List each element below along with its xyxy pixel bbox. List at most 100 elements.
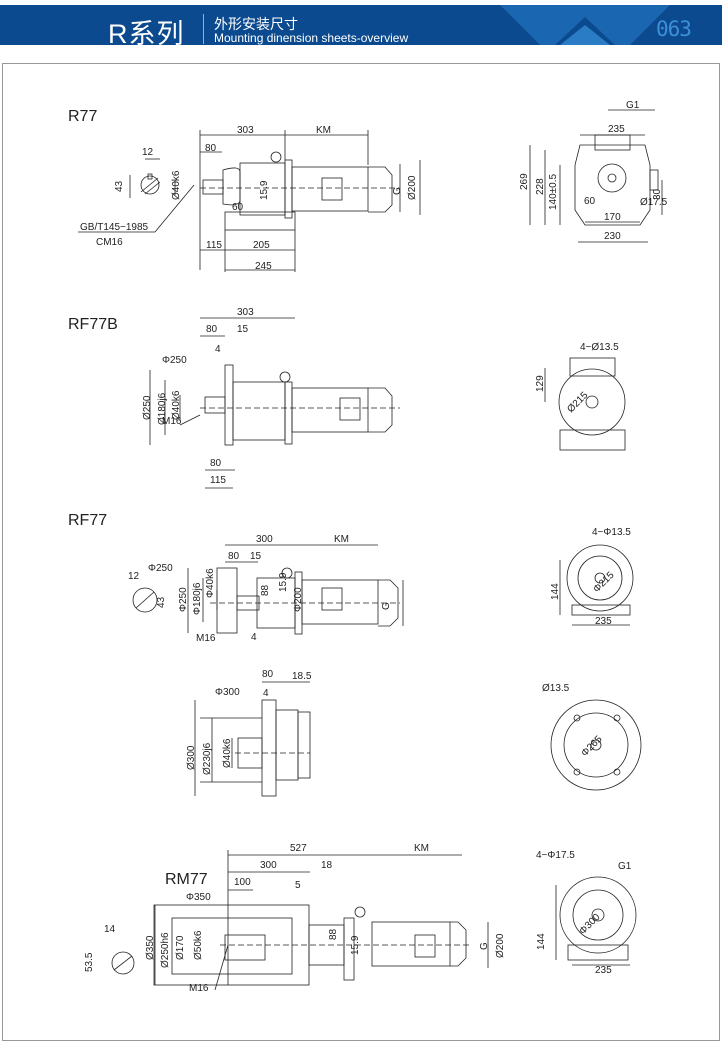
dim-label: 144 (536, 933, 547, 950)
dim-label: 15.9 (350, 935, 361, 955)
dim-label: 144 (550, 583, 561, 600)
dim-label: 100 (234, 877, 251, 888)
dim-label: Ø350 (145, 935, 156, 960)
dim-label: G (479, 942, 490, 950)
thread-note: M16 (196, 633, 216, 644)
dim-label: Ø50k6 (193, 930, 204, 960)
dim-label: KM (414, 843, 429, 854)
rf77-flange-side-view (194, 681, 311, 797)
dim-label: 269 (519, 173, 530, 190)
dim-label: 205 (253, 240, 270, 251)
dim-label: 4 (251, 632, 257, 643)
thread-note: CM16 (96, 237, 123, 248)
dim-label: G1 (626, 100, 640, 111)
dim-label: 300 (260, 860, 277, 871)
dim-label: 4−Φ13.5 (592, 527, 631, 538)
dim-label: 80 (228, 551, 240, 562)
dim-label: 80 (210, 458, 222, 469)
dim-label: Φ180j6 (192, 582, 203, 615)
dim-label: 4 (215, 344, 221, 355)
dim-label: 18.5 (292, 671, 312, 682)
dim-label: 80 (205, 143, 217, 154)
dim-label: 303 (237, 307, 254, 318)
dim-label: 140±0.5 (548, 173, 559, 210)
dim-label: G (392, 187, 403, 195)
dim-label: Φ200 (293, 587, 304, 612)
thread-note: M16 (162, 416, 182, 427)
dim-label: 527 (290, 843, 307, 854)
rf77-side-view (132, 544, 404, 635)
dim-label: 80 (262, 669, 274, 680)
header-divider (203, 14, 204, 44)
dim-label: 88 (328, 928, 339, 940)
standard-note: GB/T145−1985 (80, 222, 149, 233)
model-title-rf77b: RF77B (68, 316, 118, 333)
r77-end-view (529, 109, 663, 243)
dim-label: 129 (535, 375, 546, 392)
dim-label: Φ250 (162, 355, 187, 366)
model-title-rf77: RF77 (68, 512, 108, 529)
dim-label: 12 (128, 571, 140, 582)
dim-label: 4−Ø13.5 (580, 342, 619, 353)
dim-label: 15 (237, 324, 249, 335)
title-english: Mounting dinension sheets-overview (214, 31, 409, 45)
rf77-end-view (559, 544, 634, 626)
dim-label: 12 (142, 147, 154, 158)
dim-label: 15.9 (259, 180, 270, 200)
dim-label: 228 (535, 178, 546, 195)
dim-label: 15 (250, 551, 262, 562)
dim-label: 235 (608, 124, 625, 135)
dim-label: Φ300 (215, 687, 240, 698)
dim-label: Φ250 (148, 563, 173, 574)
dim-label: 53.5 (84, 952, 95, 972)
dim-label: 4−Φ17.5 (536, 850, 575, 861)
dim-label: 43 (114, 180, 125, 192)
dim-label: Φ250 (178, 587, 189, 612)
dim-label: Ø40k6 (222, 738, 233, 768)
dim-label: 4 (263, 688, 269, 699)
dim-label: 230 (604, 231, 621, 242)
dim-label: Φ40k6 (205, 568, 216, 598)
dim-label: Ø230j6 (202, 742, 213, 775)
dim-label: 115 (206, 240, 222, 251)
dim-label: Ø250 (142, 395, 153, 420)
model-title-r77: R77 (68, 108, 98, 125)
page-number: 063 (656, 17, 692, 41)
dim-label: KM (334, 534, 349, 545)
thread-note: M16 (189, 983, 209, 994)
dim-label: Ø17.5 (640, 197, 668, 208)
dim-label: G1 (618, 861, 632, 872)
dim-label: Φ350 (186, 892, 211, 903)
dim-label: 235 (595, 965, 612, 976)
dim-label: 235 (595, 616, 612, 627)
rf77b-side-view (149, 317, 400, 489)
dim-label: KM (316, 125, 331, 136)
dim-label: 43 (156, 596, 167, 608)
dim-label: 18 (321, 860, 333, 871)
dim-label: 60 (232, 202, 244, 213)
rm77-end-view (555, 876, 637, 966)
rf77b-end-view (544, 357, 626, 451)
dim-label: Ø200 (407, 175, 418, 200)
dim-label: 115 (210, 475, 226, 486)
rm77-side-view (111, 850, 489, 991)
dim-label: 5 (295, 880, 301, 891)
dim-label: Ø200 (495, 933, 506, 958)
dim-label: G (381, 602, 392, 610)
model-title-rm77: RM77 (165, 871, 208, 888)
dim-label: 60 (584, 196, 596, 207)
title-chinese: 外形安装尺寸 (214, 16, 298, 32)
dim-label: 245 (255, 261, 272, 272)
dim-label: 14 (104, 924, 116, 935)
dim-label: Ø13.5 (542, 683, 570, 694)
dim-label: Ø170 (175, 935, 186, 960)
dim-label: 80 (206, 324, 218, 335)
drawing-frame (2, 63, 720, 1041)
dim-label: Ø40k6 (171, 170, 182, 200)
header-bar: R系列 外形安装尺寸 Mounting dinension sheets-ove… (0, 5, 722, 49)
dim-label: 88 (260, 584, 271, 596)
dim-label: Ø250h6 (160, 932, 171, 968)
header-decoration (500, 5, 670, 45)
dim-label: 303 (237, 125, 254, 136)
